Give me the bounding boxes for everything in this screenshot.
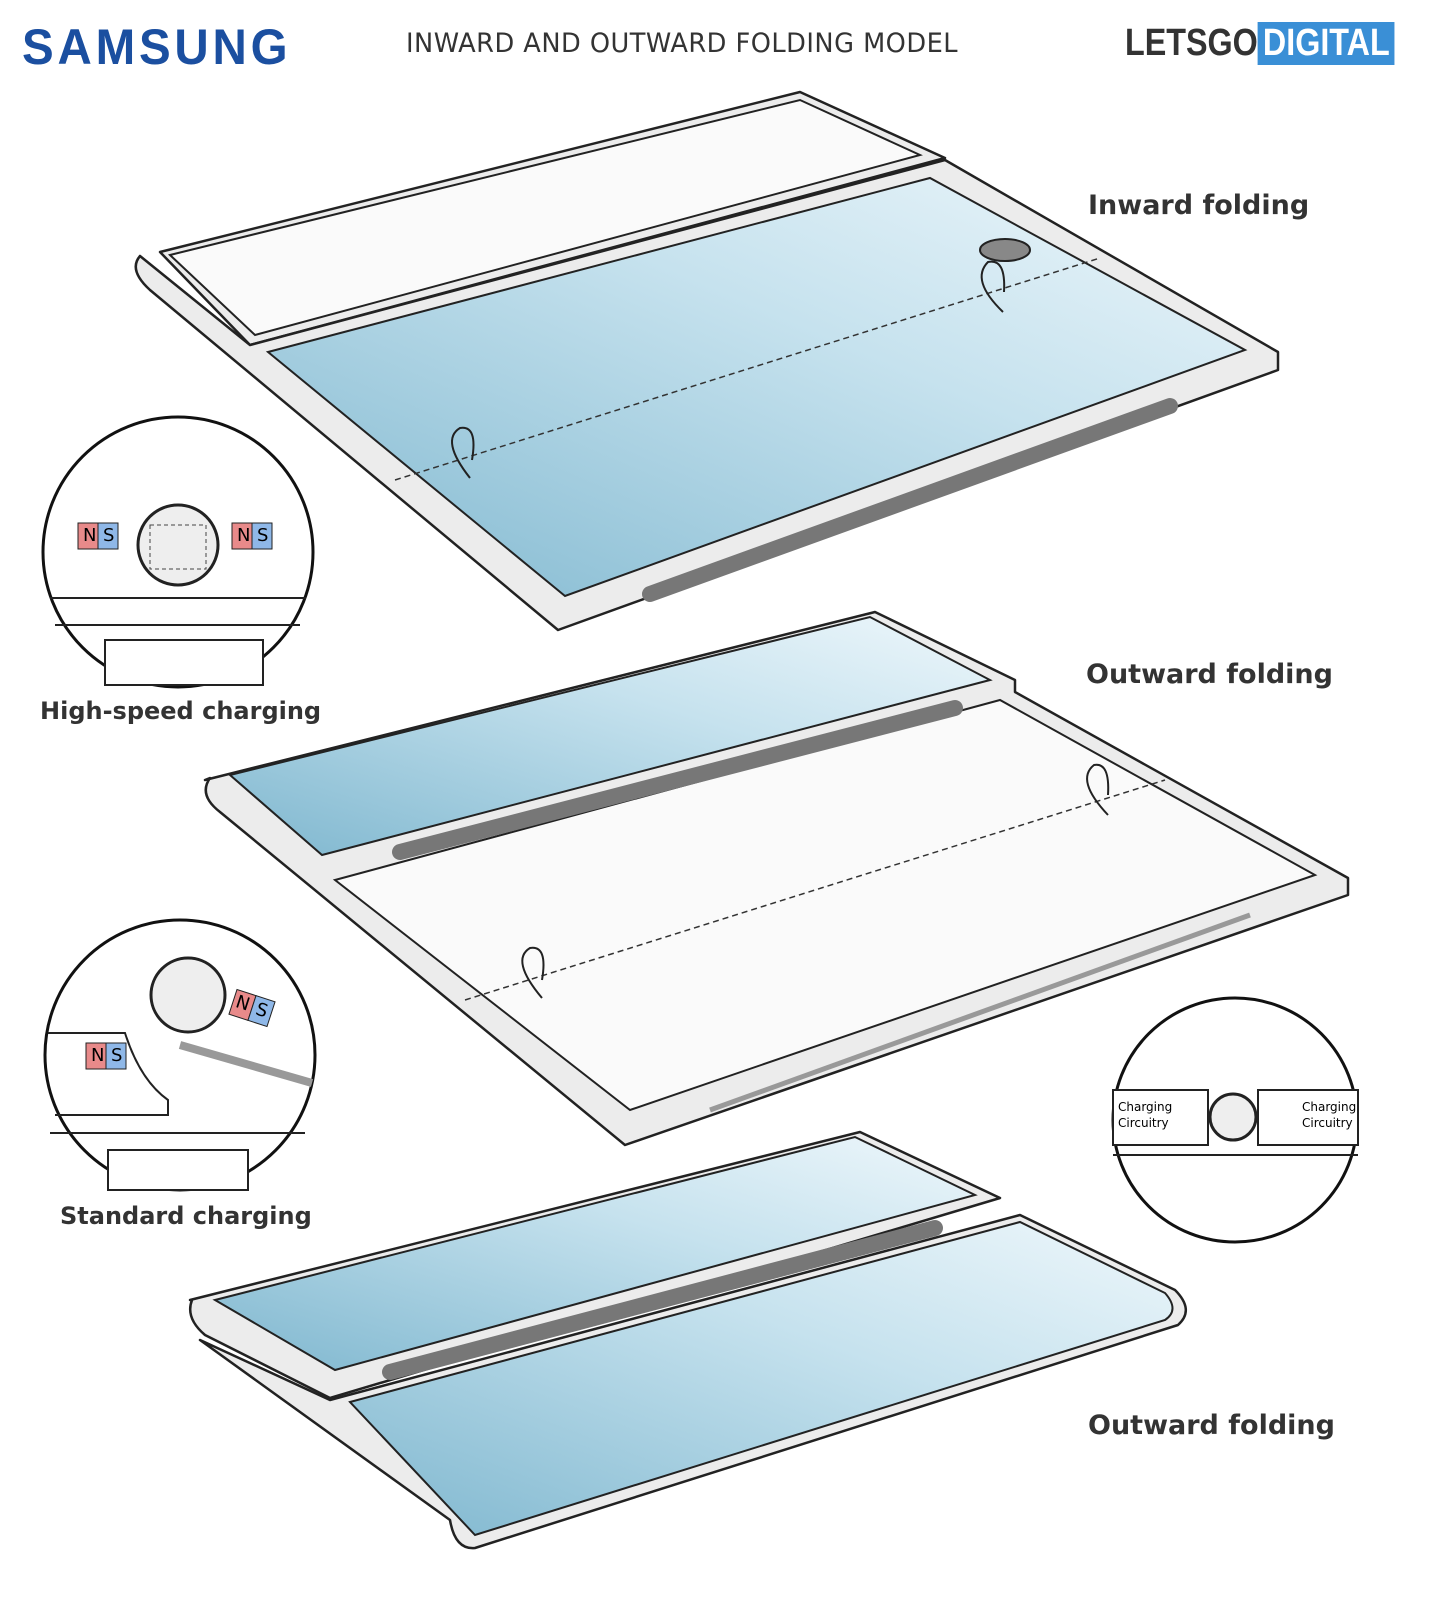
circuit-label-line1: Charging: [1118, 1100, 1173, 1114]
circuit-label-line2: Circuitry: [1302, 1116, 1353, 1130]
detail-high-speed-charging: [41, 415, 315, 689]
circuit-label-line2: Circuitry: [1118, 1116, 1169, 1130]
magnet-south-label: S: [103, 525, 115, 546]
letsgodigital-logo: LETSGO DIGITAL: [1125, 22, 1395, 65]
detail-standard-charging: [43, 918, 317, 1192]
charging-circuitry-right: Charging Circuitry: [1302, 1099, 1356, 1131]
magnet-south-label: S: [257, 525, 269, 546]
label-inward-folding: Inward folding: [1088, 190, 1310, 221]
magnet-north-label: N: [91, 1045, 105, 1066]
magnet-north-label: N: [237, 525, 251, 546]
circuit-label-line1: Charging: [1302, 1100, 1357, 1114]
device-outward-folding-2: [188, 1130, 1187, 1550]
charging-circuitry-left: Charging Circuitry: [1118, 1099, 1172, 1131]
detail-charging-circuitry: [1111, 996, 1359, 1244]
samsung-logo: SAMSUNG: [22, 19, 292, 75]
device-inward-folding: [134, 90, 1280, 632]
label-high-speed-charging: High-speed charging: [40, 697, 322, 725]
logo-part-letsgo: LETSGO: [1125, 22, 1258, 64]
label-outward-folding-2: Outward folding: [1088, 1410, 1335, 1441]
label-standard-charging: Standard charging: [60, 1202, 312, 1230]
label-outward-folding-1: Outward folding: [1086, 659, 1333, 690]
logo-part-digital: DIGITAL: [1257, 22, 1395, 65]
magnet-south-label: S: [111, 1045, 123, 1066]
device-outward-folding-1: [203, 610, 1350, 1147]
page-title: INWARD AND OUTWARD FOLDING MODEL: [406, 28, 959, 59]
magnet-north-label: N: [83, 525, 97, 546]
